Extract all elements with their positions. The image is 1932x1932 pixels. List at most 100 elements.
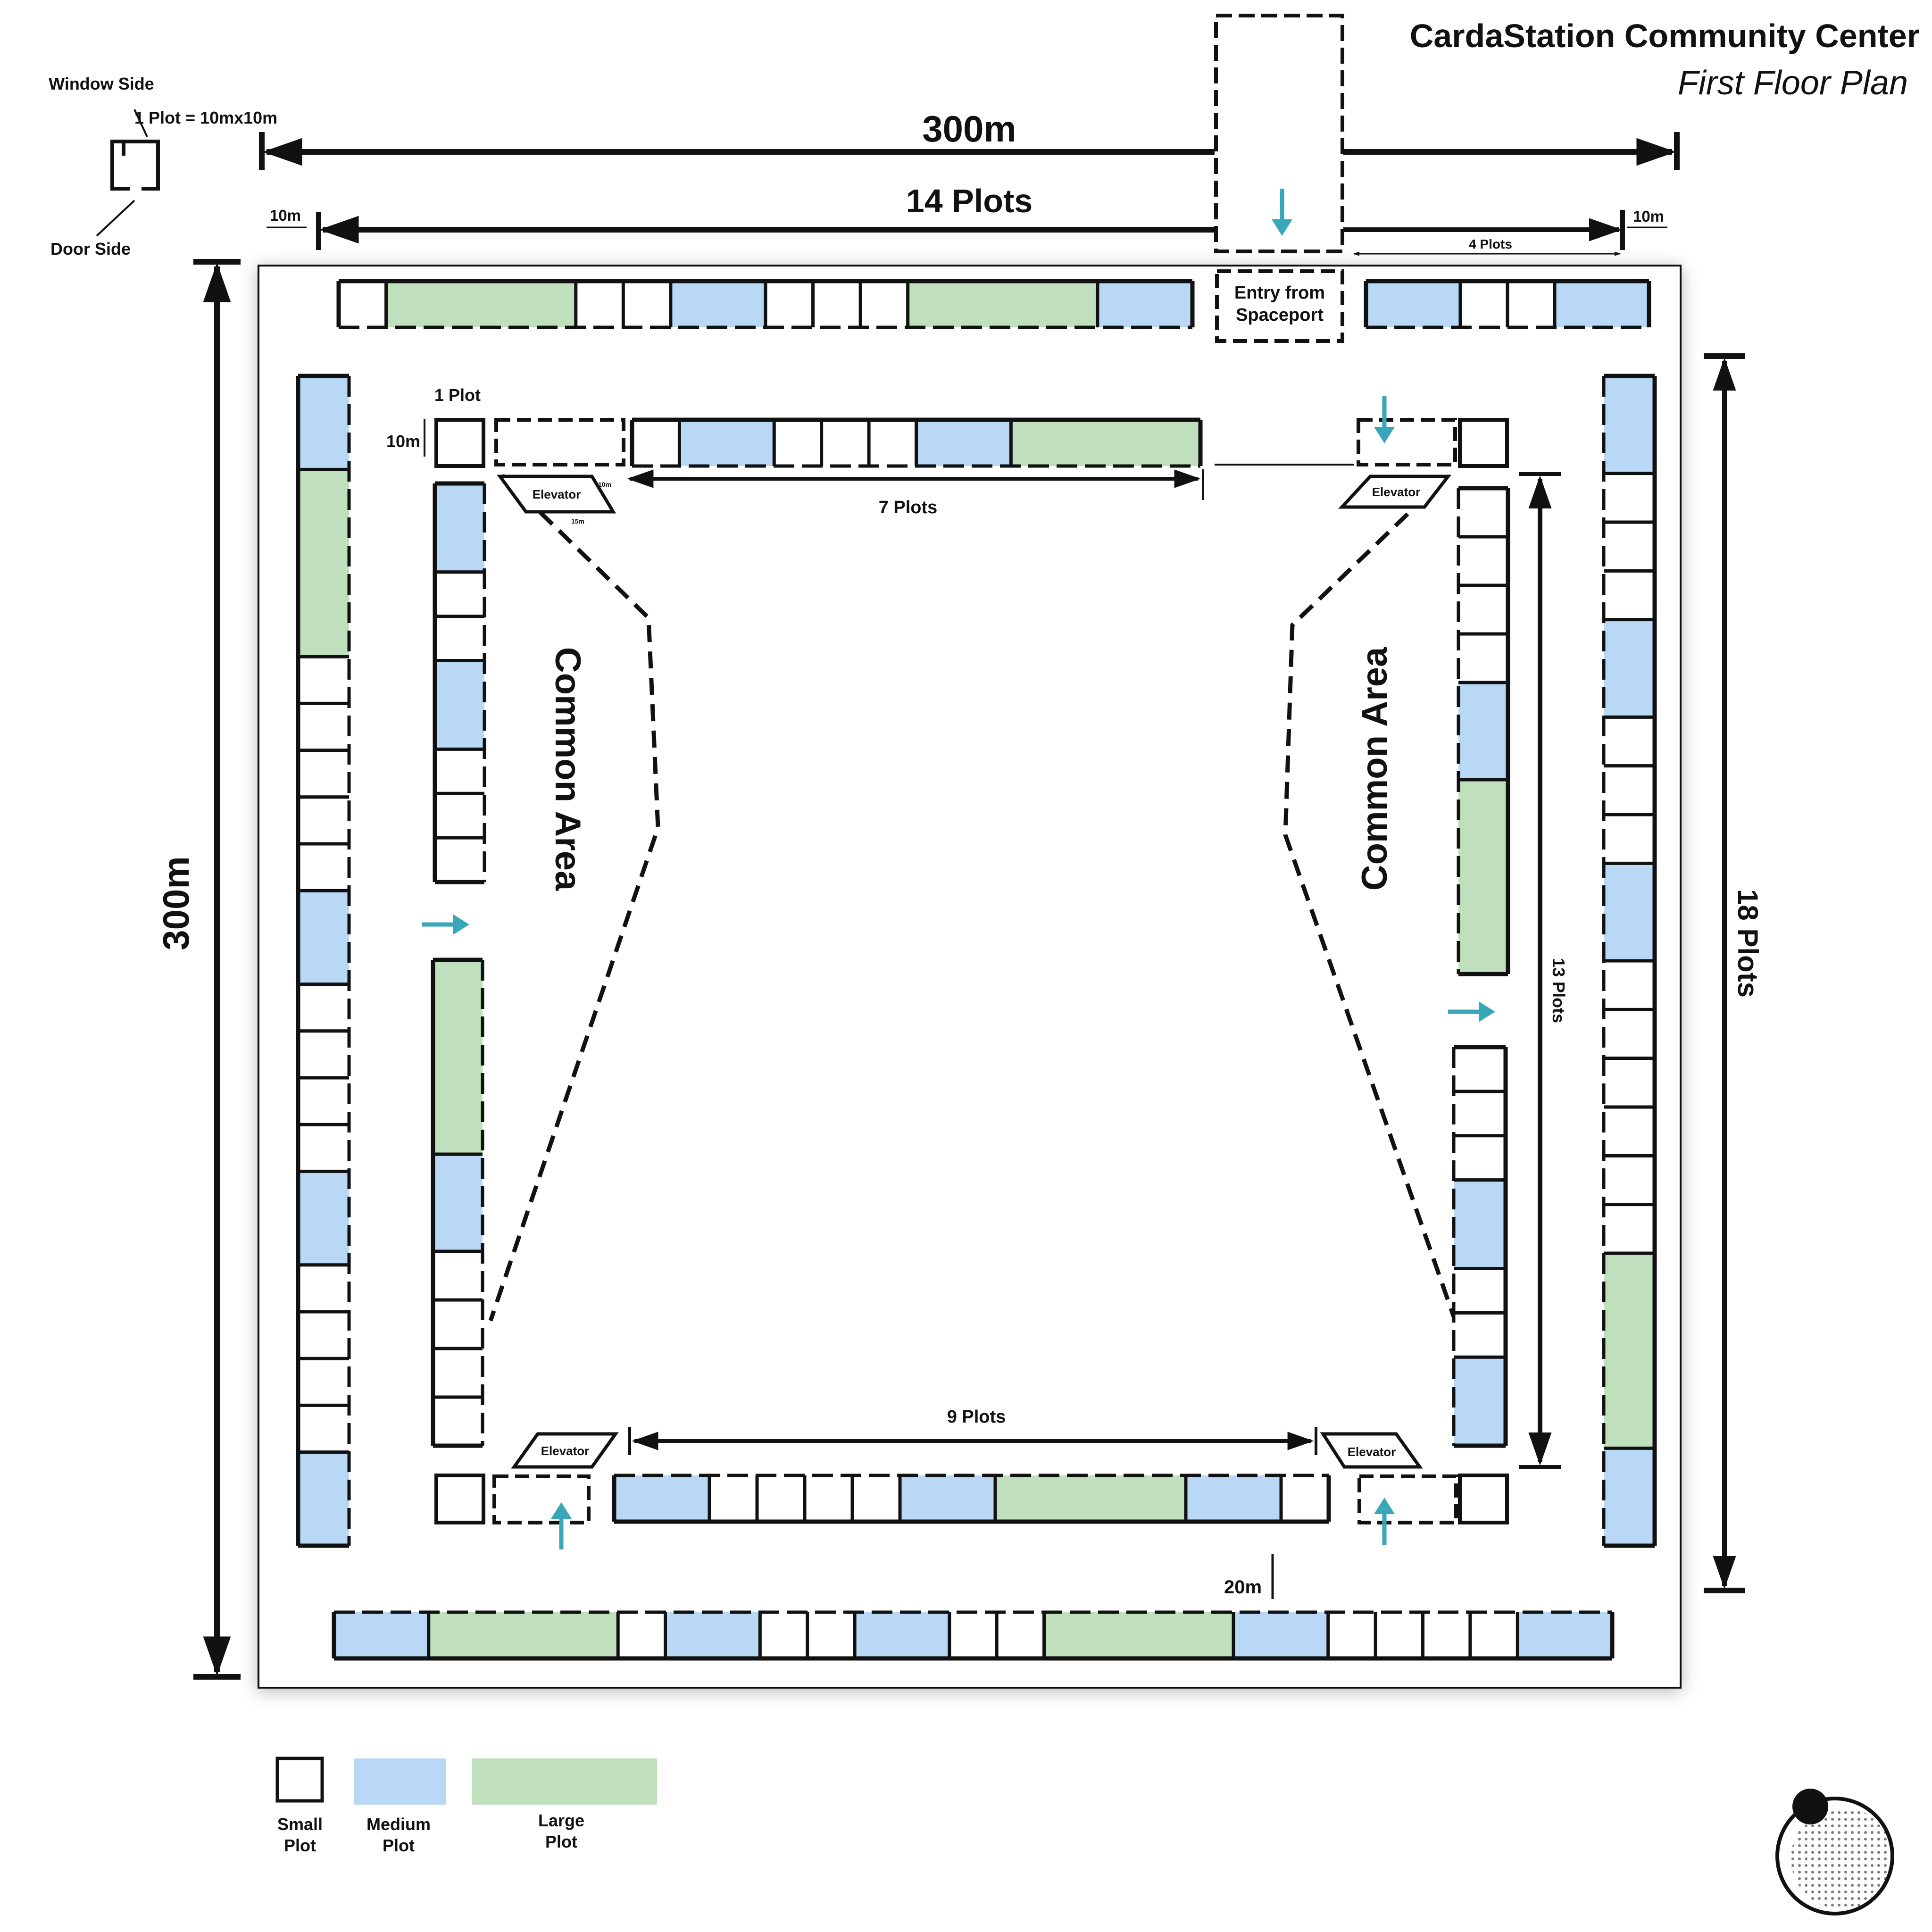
medium-plot [679, 420, 774, 466]
dimension-18-plots-label: 18 Plots [1732, 889, 1764, 998]
medium-plot [1604, 376, 1655, 474]
small-plot [869, 420, 916, 466]
small-plot [757, 1475, 805, 1522]
small-plot [1604, 1156, 1655, 1205]
plot-row-top-outer-left [336, 279, 1195, 329]
medium-plot [1454, 1180, 1506, 1269]
common-area-label-left: Common Area [548, 647, 588, 891]
small-plot [298, 703, 349, 750]
small-plot [1458, 488, 1508, 537]
small-plot [709, 1475, 757, 1522]
small-plot [774, 420, 822, 466]
orientation-key: Window Side 1 Plot = 10mx10m Door Side [49, 74, 277, 258]
small-plot [435, 616, 484, 661]
small-plot [1460, 281, 1507, 327]
building-outline [258, 265, 1682, 1689]
one-plot-label: 1 Plot [434, 385, 481, 405]
small-plot [435, 838, 484, 882]
station-logo [1775, 1789, 1894, 1915]
plot-row-top-outer-right [1364, 279, 1651, 329]
medium-plot [1555, 281, 1649, 327]
dimension-18-plots: 18 Plots [1704, 353, 1764, 1593]
medium-plot [433, 1154, 483, 1251]
entry-box [1215, 269, 1344, 343]
medium-plot [665, 1612, 760, 1658]
svg-text:Elevator: Elevator [541, 1444, 590, 1458]
medium-plot [614, 1475, 709, 1522]
large-plot [298, 469, 349, 657]
medium-plot [855, 1612, 949, 1658]
dimension-9-plots-label: 9 Plots [947, 1407, 1006, 1427]
small-plot [1470, 1612, 1518, 1658]
dimension-7-plots-label: 7 Plots [879, 498, 938, 517]
small-plot [813, 281, 861, 327]
medium-plot [435, 660, 484, 749]
small-plot [298, 1312, 349, 1359]
elevator-bottom-right: Elevator [1320, 1432, 1423, 1469]
small-plot [433, 1251, 483, 1300]
large-plot [995, 1475, 1186, 1522]
large-plot [1604, 1253, 1655, 1449]
medium-plot [916, 420, 1011, 466]
small-plot [1458, 537, 1508, 585]
small-plot [298, 1031, 349, 1078]
small-plot [298, 984, 349, 1031]
plot-row-bottom-outer [332, 1610, 1615, 1661]
large-plot [908, 281, 1098, 327]
small-plot [433, 1349, 483, 1397]
medium-plot [1604, 619, 1655, 717]
small-plot [298, 797, 349, 844]
gap-20m: 20m [1224, 1554, 1274, 1599]
medium-plot [435, 483, 484, 572]
small-plot [298, 1358, 349, 1406]
svg-text:15m: 15m [571, 517, 584, 525]
small-plot [1281, 1475, 1329, 1522]
legend: Small Plot Medium Plot Large Plot [275, 1757, 657, 1855]
plot-row-inner-right-upper [1457, 486, 1510, 976]
plot-row-inner-left-upper [433, 481, 486, 884]
small-plot [1604, 473, 1655, 522]
elevator-landing-bottom-left [492, 1474, 591, 1524]
margin-right-label: 10m [1633, 208, 1664, 225]
elevator-landing-bottom-right [1357, 1474, 1458, 1524]
svg-text:10m: 10m [598, 481, 611, 488]
small-plot [1454, 1135, 1506, 1180]
dimension-13-plots: 13 Plots [1519, 472, 1568, 1469]
medium-plot [1233, 1612, 1328, 1658]
medium-plot [1458, 683, 1508, 780]
small-plot [807, 1612, 855, 1658]
svg-text:Plot: Plot [545, 1832, 577, 1851]
small-plot [435, 572, 484, 616]
small-plot [435, 749, 484, 794]
elevator-top-left: Elevator 10m 15m [497, 475, 616, 525]
medium-plot [1604, 1448, 1655, 1546]
dimension-14-plots-label: 14 Plots [906, 183, 1033, 219]
small-plot [632, 420, 680, 466]
dimension-width: 300m [259, 108, 1680, 170]
dimension-13-plots-label: 13 Plots [1549, 958, 1568, 1023]
elevator-top-right: Elevator [1338, 475, 1452, 509]
large-plot [1458, 780, 1508, 974]
door-side-label: Door Side [50, 239, 131, 258]
plot-row-inner-top [630, 417, 1203, 468]
small-plot [766, 281, 813, 327]
small-plot [298, 844, 349, 891]
medium-plot [670, 281, 766, 327]
small-plot [1604, 1107, 1655, 1156]
small-plot [860, 281, 908, 327]
small-plot [1604, 522, 1655, 571]
small-plot [1458, 585, 1508, 634]
one-plot-scale: 1 Plot 10m [386, 385, 481, 457]
entry-label-line1: Entry from [1234, 283, 1325, 303]
medium-plot [1517, 1612, 1612, 1658]
legend-small-swatch [275, 1757, 324, 1803]
small-plot [623, 281, 671, 327]
svg-text:Small: Small [277, 1815, 323, 1834]
small-plot [1454, 1091, 1506, 1136]
common-area-boundary-left [488, 474, 660, 1322]
small-plot [1423, 1612, 1470, 1658]
medium-plot [1186, 1475, 1281, 1522]
one-plot-size-label: 10m [386, 432, 420, 451]
small-plot [1454, 1047, 1506, 1091]
large-plot [1011, 420, 1200, 466]
